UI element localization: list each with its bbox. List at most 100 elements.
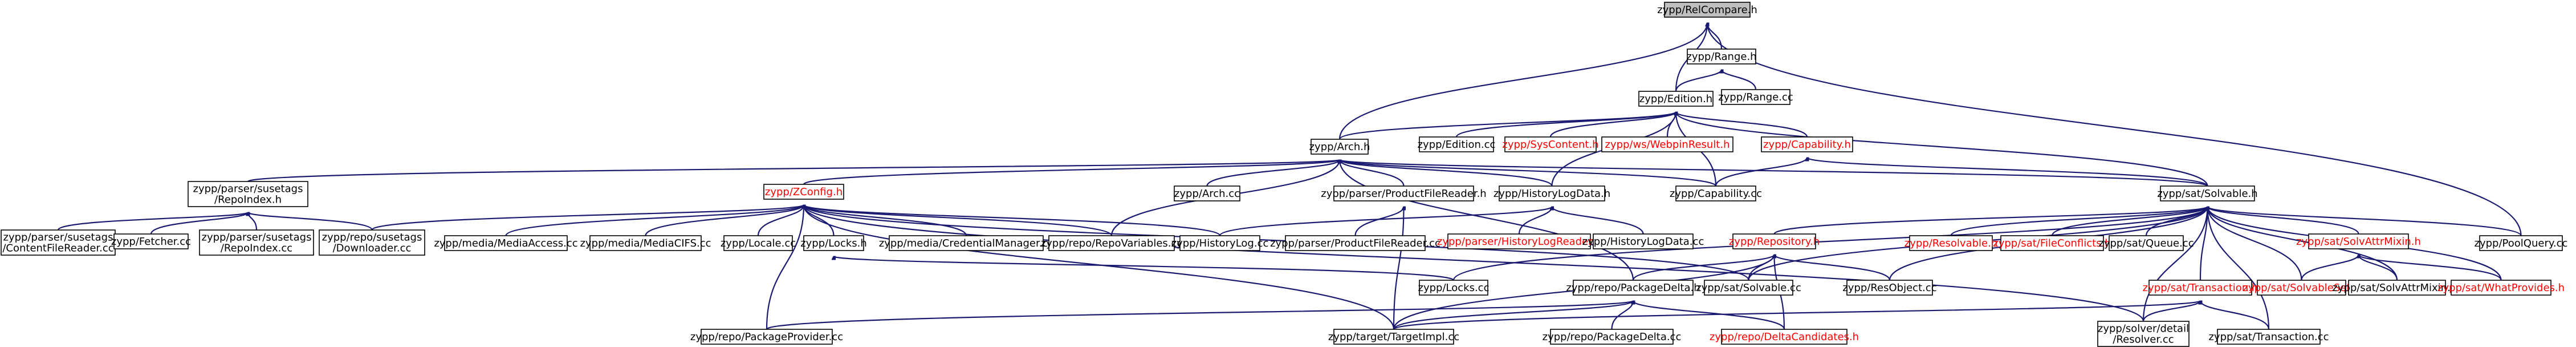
node-label: zypp/repo/PackageDelta.cc [1543, 331, 1682, 343]
node-label: /Resolver.cc [2113, 334, 2174, 346]
edge-historylog_cc-to-historylogdata_h [1219, 205, 1552, 236]
edge-solvermixin_cc-to-solvermixin_h [2359, 255, 2398, 281]
node-solvable_h[interactable]: zypp/sat/Solvable.h [2157, 185, 2258, 201]
node-label: zypp/sat/WhatProvides.h [2437, 282, 2565, 294]
node-box [1573, 280, 1694, 296]
node-packagedelta_cc[interactable]: zypp/repo/PackageDelta.cc [1543, 329, 1682, 345]
node-label: zypp/Locale.cc [721, 237, 796, 249]
node-label: zypp/ResObject.cc [1842, 282, 1936, 294]
node-susetags_repoindex_cc[interactable]: zypp/parser/susetags/RepoIndex.cc [199, 229, 314, 256]
node-mediaaccess[interactable]: zypp/media/MediaAccess.cc [434, 235, 578, 251]
edge-locale_cc-to-zconfig [757, 205, 804, 236]
node-capability_cc[interactable]: zypp/Capability.cc [1670, 185, 1762, 201]
node-resolver[interactable]: zypp/solver/detail/Resolver.cc [2097, 321, 2190, 347]
node-susetags_downloader[interactable]: zypp/repo/susetags/Downloader.cc [319, 229, 425, 256]
node-deltacandidates[interactable]: zypp/repo/DeltaCandidates.h [1710, 329, 1859, 345]
node-box [2000, 235, 2104, 251]
node-historylog_cc[interactable]: zypp/HistoryLog.cc [1171, 235, 1269, 251]
node-label: zypp/HistoryLogData.cc [1582, 236, 1704, 248]
node-box [2109, 235, 2184, 251]
node-historylogdata_h[interactable]: zypp/HistoryLogData.h [1493, 185, 1610, 201]
node-repository_h[interactable]: zypp/Repository.h [1729, 233, 1820, 249]
node-label: zypp/sat/Solvable.h [2157, 188, 2257, 200]
node-whatprovides[interactable]: zypp/sat/WhatProvides.h [2437, 280, 2565, 296]
node-capability_h[interactable]: zypp/Capability.h [1761, 136, 1853, 152]
node-label: zypp/Edition.cc [1418, 139, 1496, 151]
node-packagedelta_h[interactable]: zypp/repo/PackageDelta.h [1566, 280, 1700, 296]
node-poolquery[interactable]: zypp/PoolQuery.cc [2475, 235, 2568, 251]
node-box [1721, 89, 1790, 105]
node-productfilereader_cc[interactable]: zypp/parser/ProductFileReader.cc [1270, 235, 1440, 251]
node-contentfilereader[interactable]: zypp/parser/susetags/ContentFileReader.c… [1, 229, 116, 256]
node-solvableset[interactable]: zypp/sat/SolvableSet.h [2243, 280, 2361, 296]
node-label: zypp/RelCompare.h [1657, 4, 1757, 16]
node-arch_cc[interactable]: zypp/Arch.cc [1174, 185, 1240, 201]
edge-poolquery-to-solvable_h [2208, 205, 2522, 236]
node-historylogreader[interactable]: zypp/parser/HistoryLogReader.h [1437, 233, 1601, 249]
edge-solvable_cc-to-zconfig [804, 205, 1749, 281]
node-range_h[interactable]: zypp/Range.h [1686, 49, 1757, 64]
node-locks_cc[interactable]: zypp/Locks.cc [1418, 280, 1490, 296]
node-fetcher[interactable]: zypp/Fetcher.cc [111, 233, 191, 249]
node-arch_h[interactable]: zypp/Arch.h [1309, 139, 1370, 155]
node-repovariables[interactable]: zypp/repo/RepoVariables.cc [1041, 235, 1183, 251]
node-transaction_h[interactable]: zypp/sat/Transaction.h [2143, 280, 2258, 296]
node-webpin[interactable]: zypp/ws/WebpinResult.h [1601, 136, 1733, 152]
node-edition_cc[interactable]: zypp/Edition.cc [1418, 136, 1496, 152]
node-locale_cc[interactable]: zypp/Locale.cc [721, 235, 796, 251]
node-box [1179, 235, 1260, 251]
node-label: zypp/parser/ProductFileReader.h [1321, 188, 1486, 200]
node-label: zypp/sat/Transaction.h [2143, 282, 2258, 294]
node-resobject_cc[interactable]: zypp/ResObject.cc [1842, 280, 1937, 296]
node-box [1675, 185, 1756, 201]
node-productfilereader_h[interactable]: zypp/parser/ProductFileReader.h [1321, 185, 1487, 201]
node-box [199, 229, 314, 256]
node-resolvable_h[interactable]: zypp/Resolvable.h [1904, 235, 1998, 251]
node-packageprovider[interactable]: zypp/repo/PackageProvider.cc [690, 329, 843, 345]
node-solvermixin_cc[interactable]: zypp/sat/SolvAttrMixin.cc [2332, 280, 2462, 296]
node-historylogdata_cc[interactable]: zypp/HistoryLogData.cc [1582, 233, 1704, 249]
node-box [803, 235, 864, 251]
edge-targetimpl-to-packagedelta_h [1393, 300, 1633, 330]
edge-arch_h-to-edition_h [1338, 111, 1676, 140]
node-box [1174, 185, 1240, 201]
node-label: zypp/repo/susetags [322, 232, 422, 244]
node-susetags_repoindex_h[interactable]: zypp/parser/susetags/RepoIndex.h [188, 181, 308, 207]
edge-credentialmanager-to-zconfig [804, 205, 967, 236]
node-box [2479, 235, 2563, 251]
node-label: zypp/HistoryLog.cc [1171, 237, 1269, 249]
node-range_cc[interactable]: zypp/Range.cc [1718, 89, 1793, 105]
node-edition_h[interactable]: zypp/Edition.h [1638, 91, 1714, 107]
node-queue_cc[interactable]: zypp/sat/Queue.cc [2098, 235, 2194, 251]
node-mediacifs[interactable]: zypp/media/MediaCIFS.cc [580, 235, 711, 251]
node-solvermixin_h[interactable]: zypp/sat/SolvAttrMixin.h [2296, 233, 2421, 249]
node-label: zypp/parser/ProductFileReader.cc [1270, 237, 1440, 249]
node-credentialmanager[interactable]: zypp/media/CredentialManager.cc [879, 235, 1054, 251]
node-zconfig[interactable]: zypp/ZConfig.h [763, 184, 844, 200]
node-targetimpl[interactable]: zypp/target/TargetImpl.cc [1328, 329, 1459, 345]
node-fileconflicts[interactable]: zypp/sat/FileConflicts.h [1993, 235, 2111, 251]
node-box [444, 235, 568, 251]
node-label: zypp/media/MediaAccess.cc [434, 237, 577, 249]
node-box [2148, 280, 2252, 296]
node-box [1285, 235, 1426, 251]
edge-solvermixin_cc-to-solvable_h [2208, 207, 2398, 281]
node-box [1504, 136, 1597, 152]
node-solvable_cc[interactable]: zypp/sat/Solvable.cc [1696, 280, 1801, 296]
node-syscontent[interactable]: zypp/SysContent.h [1502, 136, 1599, 152]
node-transaction_cc[interactable]: zypp/sat/Transaction.cc [2208, 329, 2329, 345]
node-label: zypp/sat/SolvAttrMixin.cc [2332, 282, 2461, 294]
node-label: zypp/solver/detail [2098, 323, 2189, 335]
edge-solvable_h-to-edition_h [1676, 112, 2208, 187]
node-label: zypp/HistoryLogData.h [1493, 188, 1610, 200]
edge-contentfilereader-to-susetags_repoindex_h [57, 211, 248, 231]
edge-resolvable_h-to-solvable_h [1950, 205, 2208, 236]
node-locks_h[interactable]: zypp/Locks.h [800, 235, 867, 251]
node-box [1638, 91, 1714, 107]
node-box [1664, 2, 1751, 18]
node-label: zypp/Fetcher.cc [111, 236, 191, 248]
edge-poolquery-to-relcompare [1707, 23, 2522, 236]
edge-range_h-to-relcompare [1707, 23, 1723, 50]
edge-solvable_h-to-arch_h [1340, 159, 2208, 187]
